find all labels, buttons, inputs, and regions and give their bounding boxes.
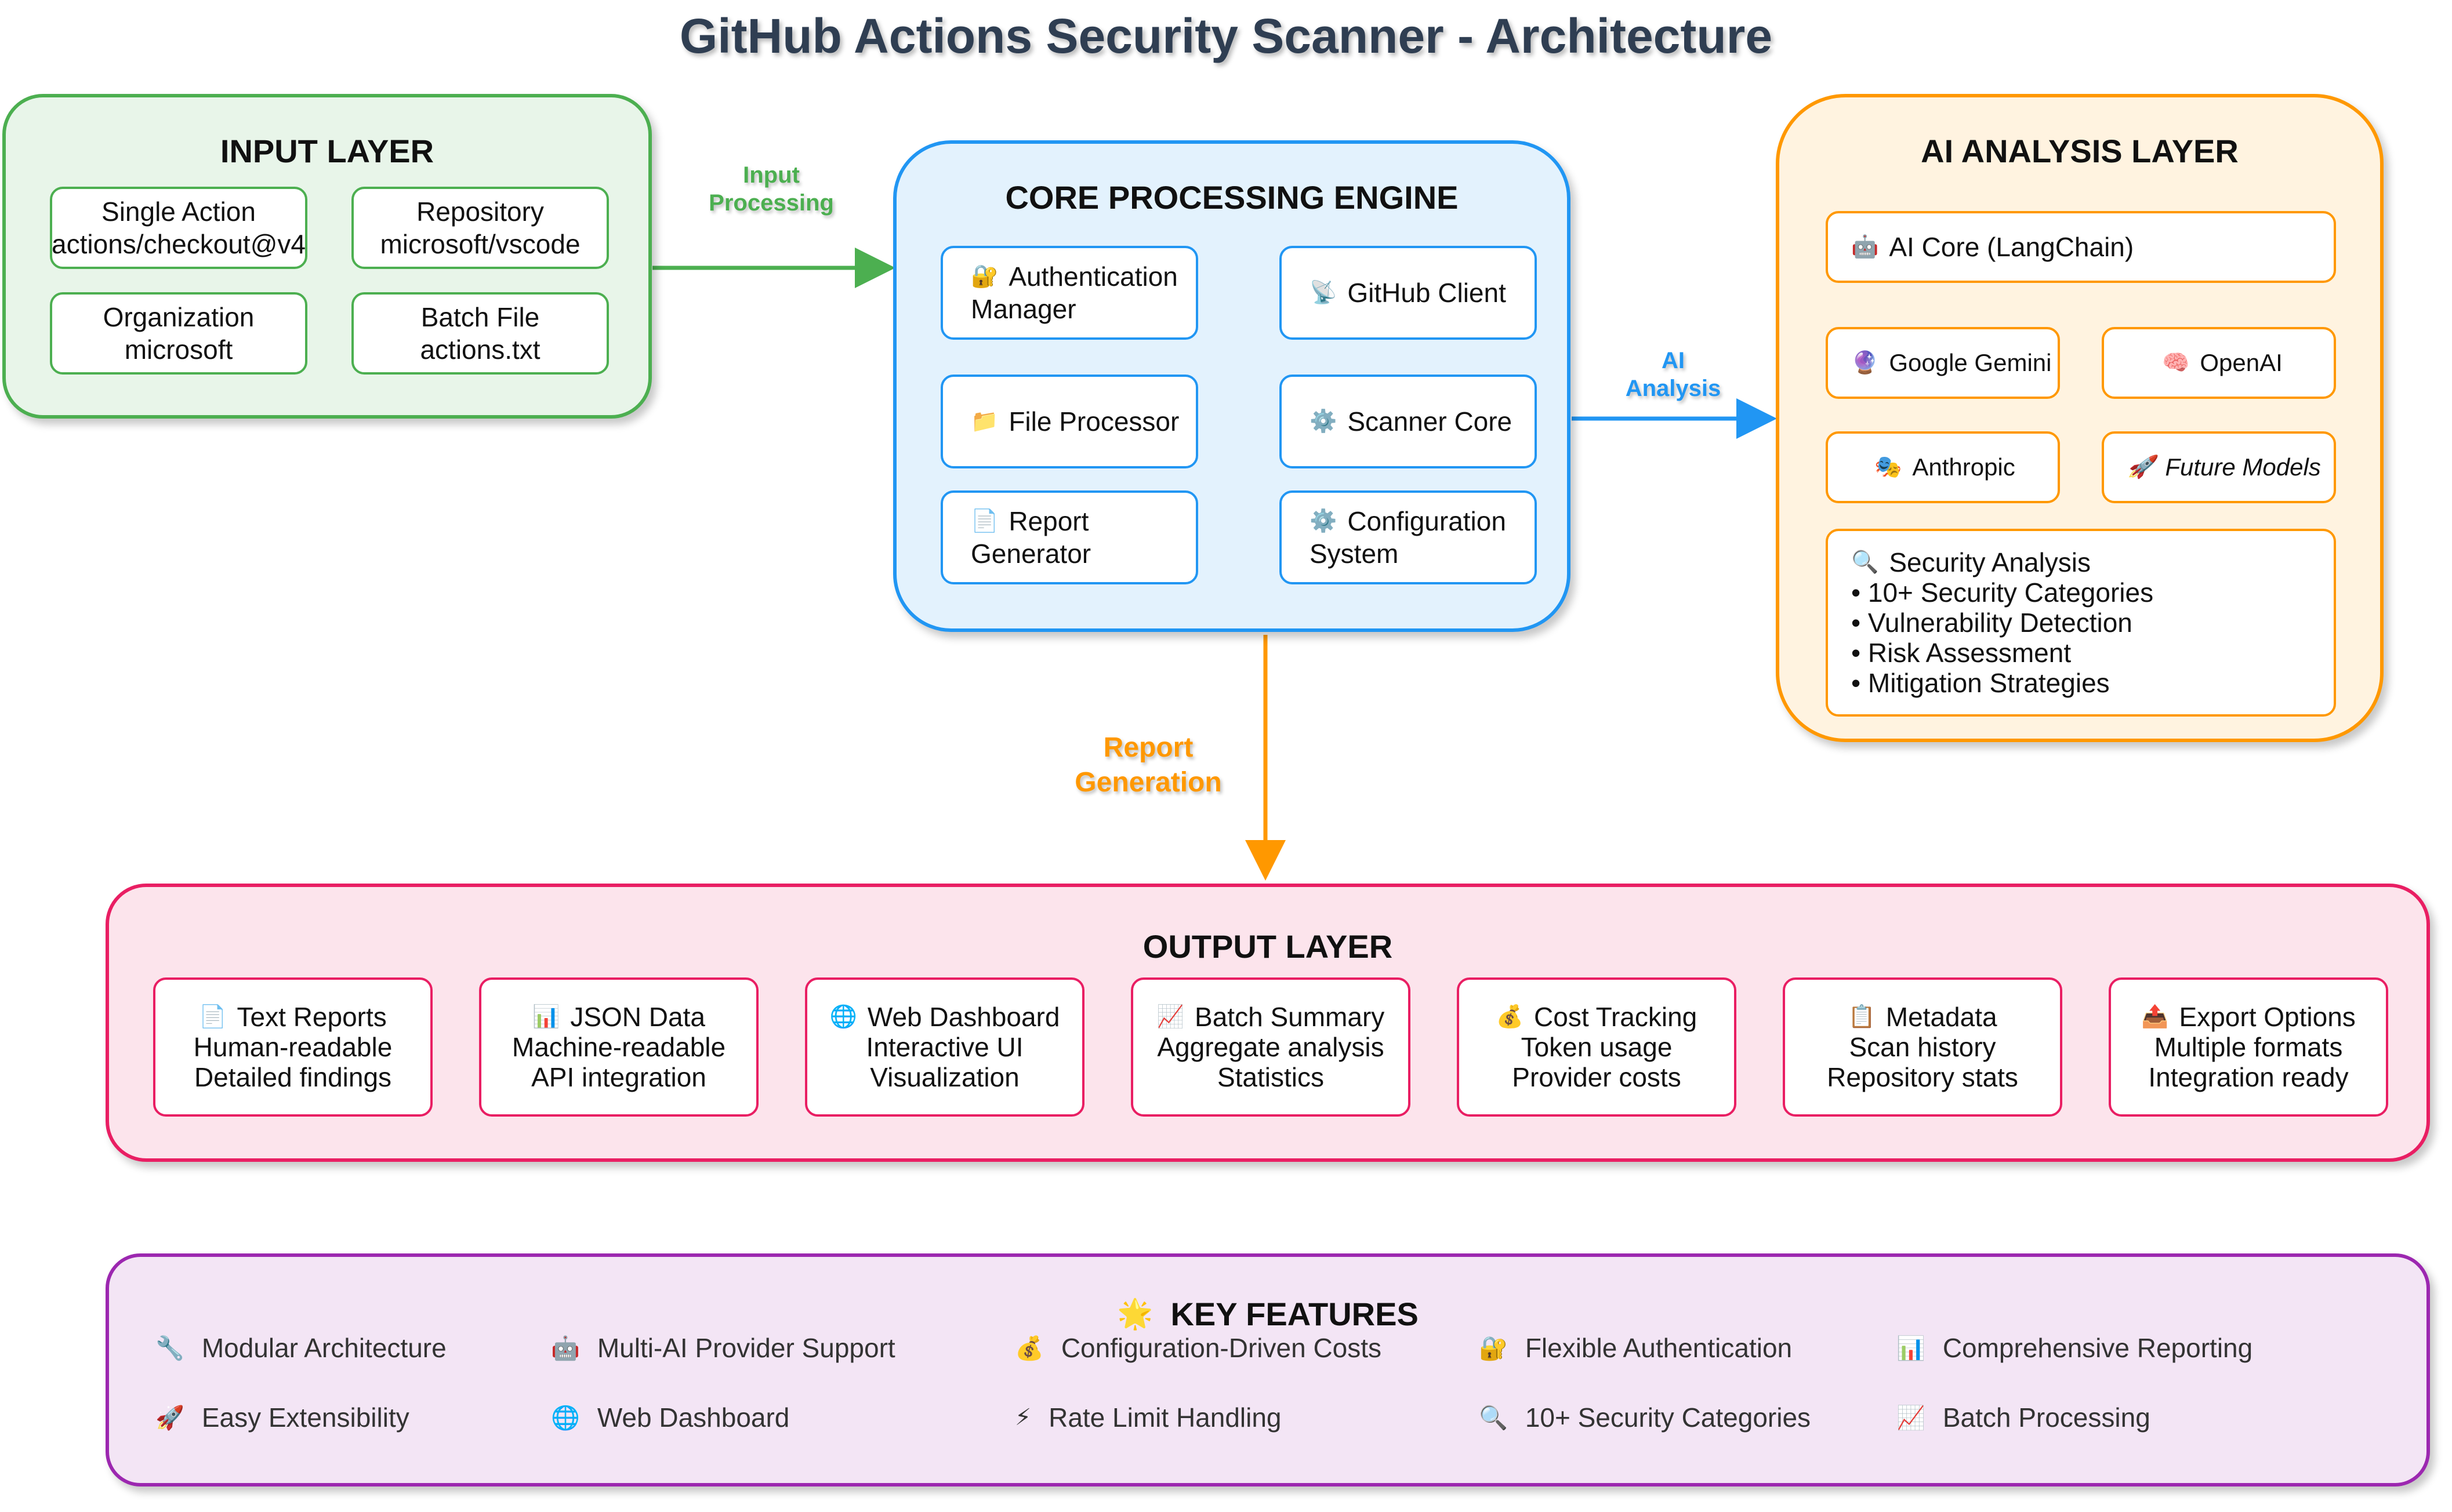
- ai-security-analysis[interactable]: 🔍Security Analysis • 10+ Security Catego…: [1826, 529, 2336, 717]
- ai-layer-title: AI ANALYSIS LAYER: [1921, 133, 2239, 169]
- output-cost-tracking[interactable]: 💰Cost Tracking Token usage Provider cost…: [1457, 977, 1736, 1117]
- core-authentication-manager[interactable]: 🔐Authentication Manager: [941, 246, 1198, 340]
- output-web-dashboard[interactable]: 🌐Web Dashboard Interactive UI Visualizat…: [805, 977, 1084, 1117]
- core-file-processor[interactable]: 📁File Processor: [941, 375, 1198, 468]
- input-organization[interactable]: Organization microsoft: [50, 292, 307, 375]
- satellite-icon: 📡: [1310, 281, 1337, 305]
- lock-icon: 🔐: [971, 264, 999, 289]
- feature-batch-processing: 📈Batch Processing: [1896, 1402, 2150, 1433]
- globe-icon: 🌐: [551, 1405, 580, 1431]
- core-engine-title: CORE PROCESSING ENGINE: [1005, 179, 1459, 216]
- feature-multi-ai-provider: 🤖Multi-AI Provider Support: [551, 1333, 895, 1363]
- core-report-generator[interactable]: 📄Report Generator: [941, 490, 1198, 584]
- gear-icon: ⚙️: [1310, 409, 1337, 434]
- ai-provider-anthropic[interactable]: 🎭Anthropic: [1826, 431, 2060, 503]
- lock-icon: 🔐: [1479, 1335, 1508, 1361]
- core-github-client[interactable]: 📡GitHub Client: [1279, 246, 1537, 340]
- ai-provider-google-gemini[interactable]: 🔮Google Gemini: [1826, 327, 2060, 399]
- star-icon: 🌟: [1117, 1297, 1154, 1330]
- input-layer: INPUT LAYER Single Action actions/checko…: [2, 94, 652, 419]
- output-text-reports[interactable]: 📄Text Reports Human-readable Detailed fi…: [153, 977, 433, 1117]
- input-batch-file[interactable]: Batch File actions.txt: [351, 292, 609, 375]
- feature-flexible-authentication: 🔐Flexible Authentication: [1479, 1333, 1793, 1363]
- globe-icon: 🌐: [829, 1005, 857, 1029]
- masks-icon: 🎭: [1874, 455, 1902, 479]
- rocket-icon: 🚀: [155, 1405, 184, 1431]
- feature-comprehensive-reporting: 📊Comprehensive Reporting: [1896, 1333, 2253, 1363]
- clipboard-icon: 📋: [1848, 1005, 1876, 1029]
- robot-icon: 🤖: [551, 1335, 580, 1361]
- feature-rate-limit-handling: ⚡Rate Limit Handling: [1015, 1402, 1282, 1433]
- feature-easy-extensibility: 🚀Easy Extensibility: [155, 1402, 409, 1433]
- output-layer-title: OUTPUT LAYER: [1142, 928, 1393, 965]
- input-single-action[interactable]: Single Action actions/checkout@v4: [50, 187, 307, 269]
- outbox-tray-icon: 📤: [2141, 1005, 2169, 1029]
- trend-chart-icon: 📈: [1156, 1005, 1185, 1029]
- key-features-title: 🌟 KEY FEATURES: [1117, 1296, 1419, 1332]
- brain-icon: 🧠: [2162, 351, 2190, 375]
- bar-chart-icon: 📊: [1896, 1335, 1925, 1361]
- feature-security-categories: 🔍10+ Security Categories: [1479, 1402, 1811, 1433]
- feature-modular-architecture: 🔧Modular Architecture: [155, 1333, 447, 1363]
- trend-chart-icon: 📈: [1896, 1405, 1925, 1431]
- robot-icon: 🤖: [1851, 235, 1879, 259]
- output-json-data[interactable]: 📊JSON Data Machine-readable API integrat…: [479, 977, 759, 1117]
- ai-provider-openai[interactable]: 🧠OpenAI: [2102, 327, 2336, 399]
- ai-provider-future-models[interactable]: 🚀Future Models: [2102, 431, 2336, 503]
- folder-icon: 📁: [971, 409, 999, 434]
- ai-analysis-layer: AI ANALYSIS LAYER 🤖AI Core (LangChain) 🔮…: [1776, 94, 2384, 742]
- core-configuration-system[interactable]: ⚙️Configuration System: [1279, 490, 1537, 584]
- document-icon: 📄: [971, 509, 999, 533]
- feature-web-dashboard: 🌐Web Dashboard: [551, 1402, 790, 1433]
- input-layer-title: INPUT LAYER: [220, 133, 434, 169]
- page-title: GitHub Actions Security Scanner - Archit…: [679, 9, 1773, 63]
- magnifier-icon: 🔍: [1479, 1405, 1508, 1431]
- output-metadata[interactable]: 📋Metadata Scan history Repository stats: [1783, 977, 2062, 1117]
- money-bag-icon: 💰: [1015, 1335, 1044, 1361]
- gear-icon: ⚙️: [1310, 509, 1337, 533]
- ai-core-langchain[interactable]: 🤖AI Core (LangChain): [1826, 211, 2336, 283]
- rocket-icon: 🚀: [2127, 455, 2155, 479]
- bar-chart-icon: 📊: [532, 1005, 560, 1029]
- core-scanner-core[interactable]: ⚙️Scanner Core: [1279, 375, 1537, 468]
- wrench-icon: 🔧: [155, 1335, 184, 1361]
- output-export-options[interactable]: 📤Export Options Multiple formats Integra…: [2109, 977, 2388, 1117]
- feature-configuration-driven-costs: 💰Configuration-Driven Costs: [1015, 1333, 1382, 1363]
- core-processing-engine: CORE PROCESSING ENGINE 🔐Authentication M…: [893, 140, 1570, 632]
- output-batch-summary[interactable]: 📈Batch Summary Aggregate analysis Statis…: [1131, 977, 1410, 1117]
- crystal-ball-icon: 🔮: [1851, 351, 1879, 375]
- lightning-icon: ⚡: [1015, 1405, 1032, 1430]
- output-layer: OUTPUT LAYER 📄Text Reports Human-readabl…: [106, 884, 2430, 1162]
- key-features-panel: 🌟 KEY FEATURES 🔧Modular Architecture 🤖Mu…: [106, 1253, 2430, 1486]
- input-repository[interactable]: Repository microsoft/vscode: [351, 187, 609, 269]
- document-icon: 📄: [199, 1005, 227, 1029]
- magnifier-icon: 🔍: [1851, 550, 1879, 575]
- money-bag-icon: 💰: [1496, 1005, 1524, 1029]
